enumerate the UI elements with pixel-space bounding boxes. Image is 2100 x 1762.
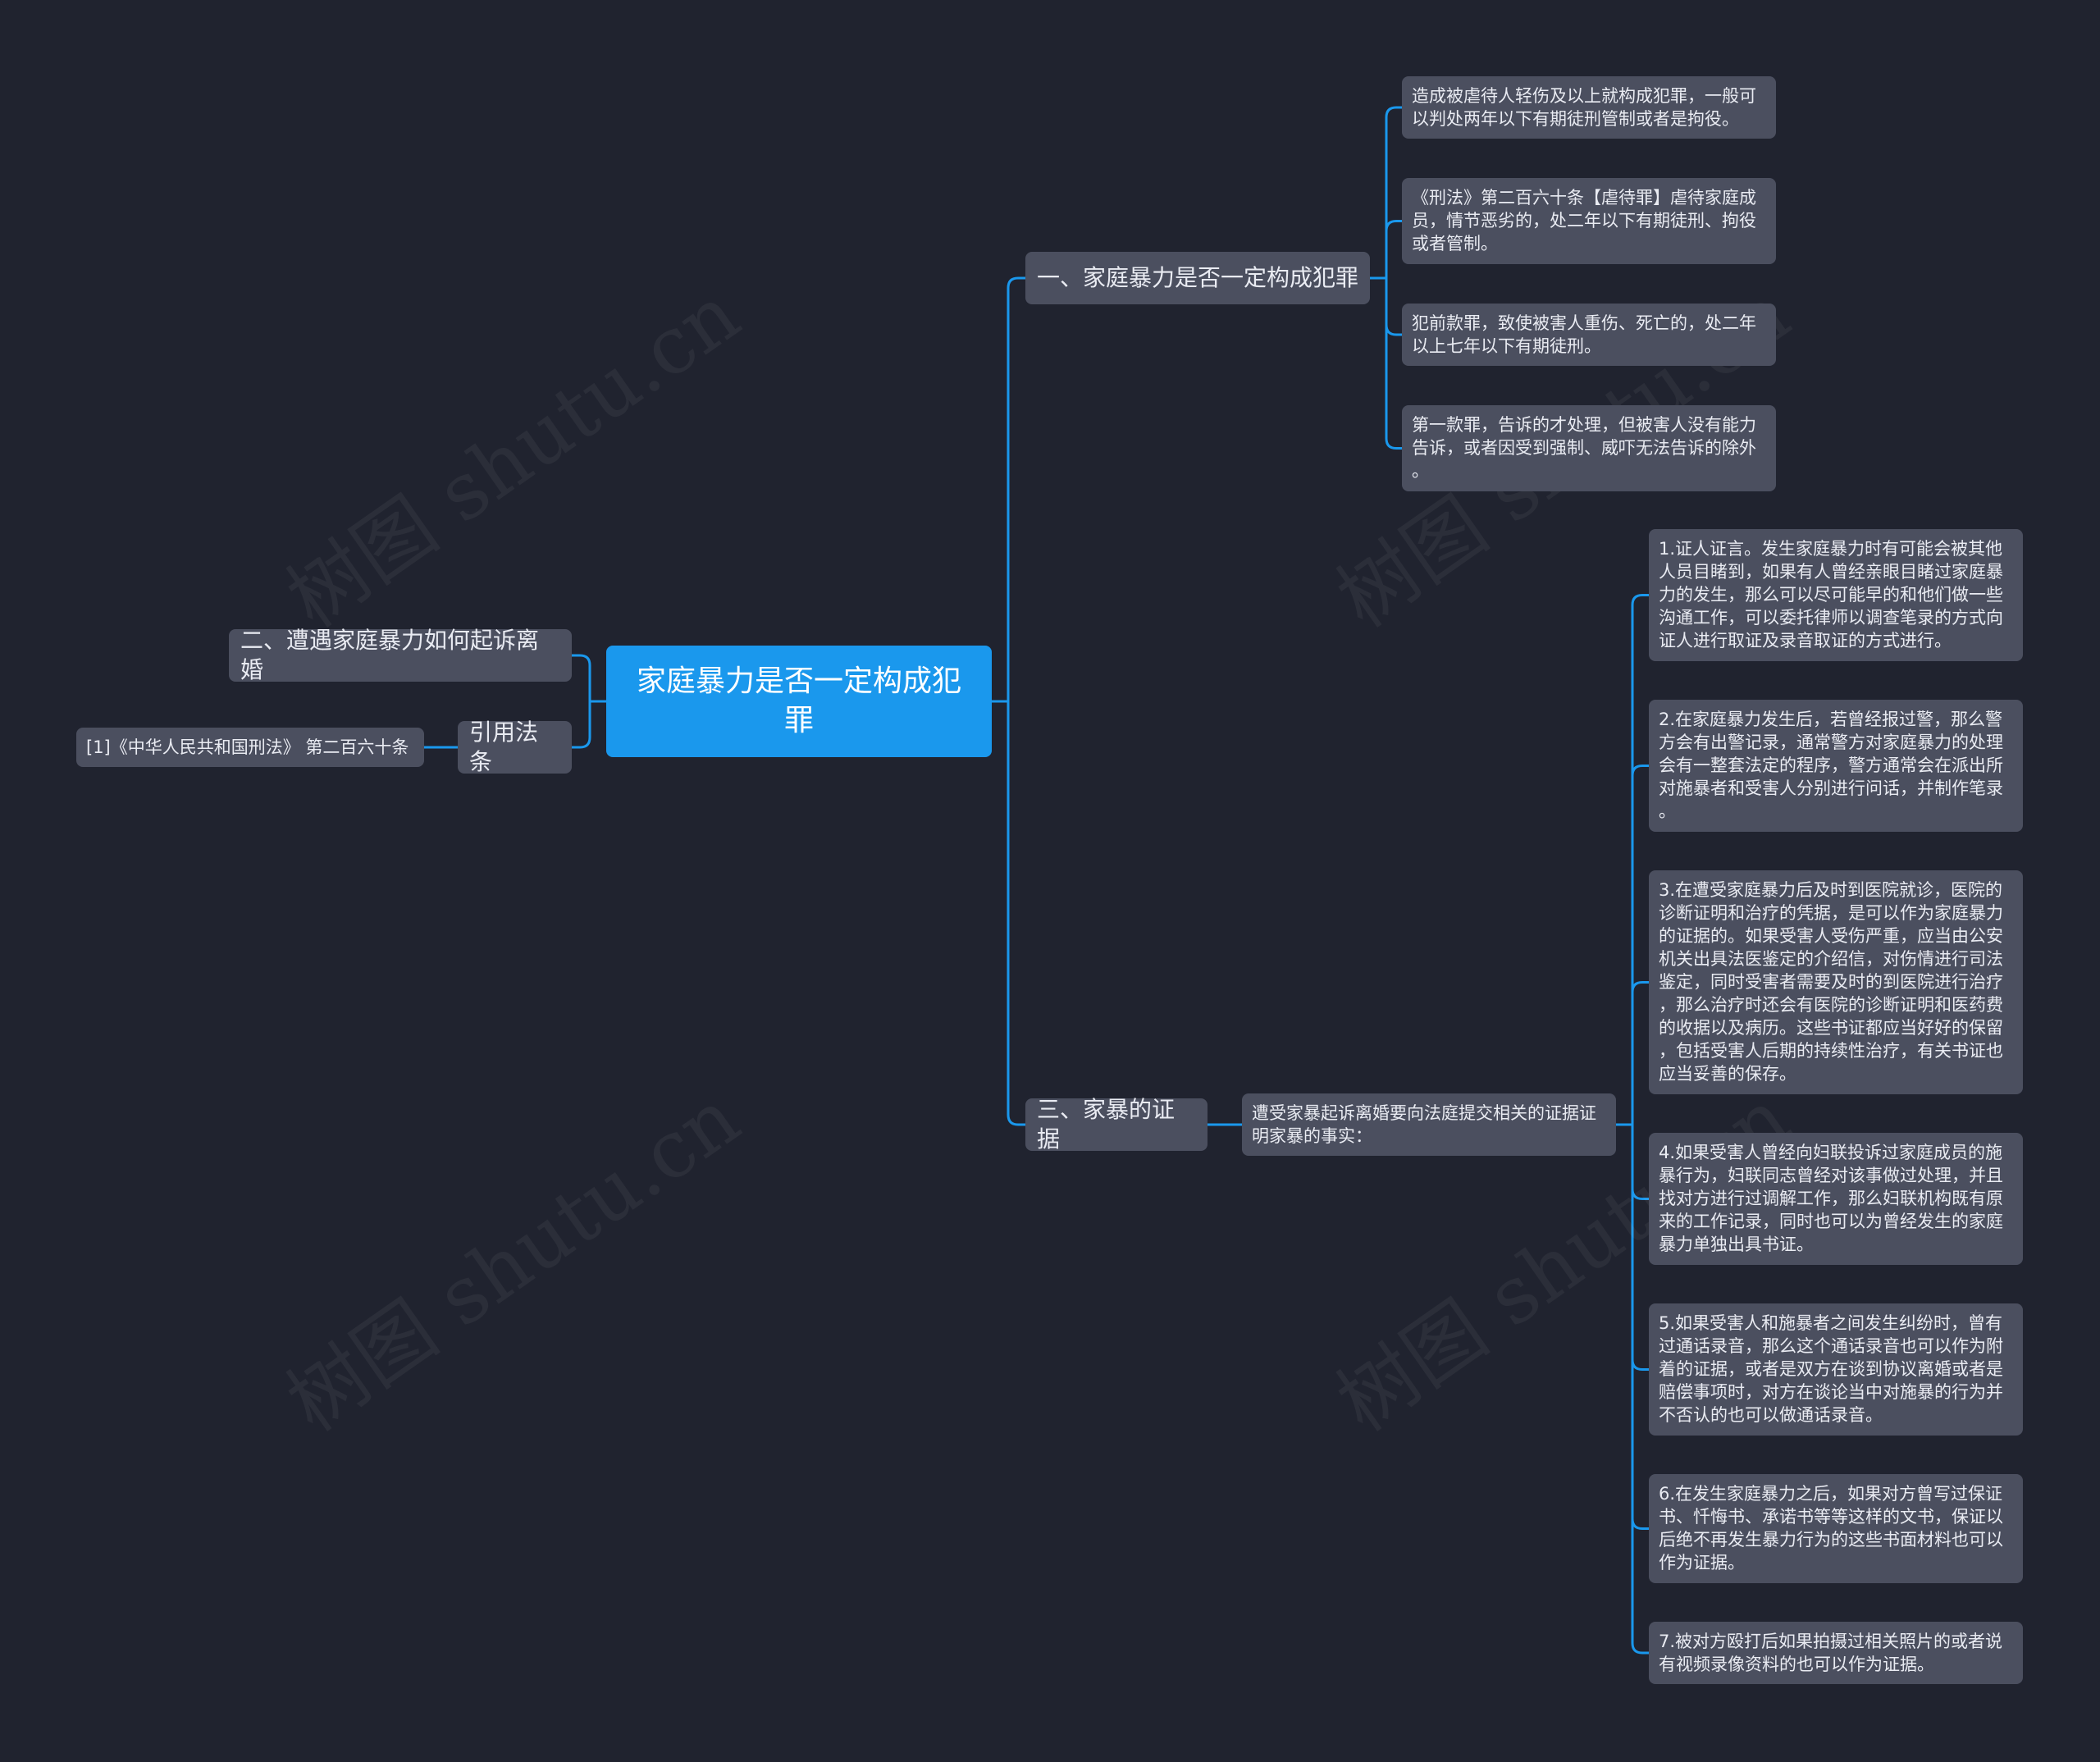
crime-link-0 [1385, 106, 1402, 278]
crime-link-2 [1385, 278, 1402, 336]
evidence-intro-link-2 [1631, 981, 1649, 1125]
evidence-item-4[interactable]: 4.如果受害人曾经向妇联投诉过家庭成员的施 暴行为，妇联同志曾经对该事做过处理，… [1649, 1133, 2023, 1265]
evidence-intro-link-5 [1631, 1125, 1649, 1530]
evidence-intro-link-1 [1631, 765, 1649, 1125]
branch-crime-topic[interactable]: 一、家庭暴力是否一定构成犯罪 [1025, 252, 1370, 304]
crime-link-1 [1385, 220, 1402, 278]
root-right-link-0 [1007, 276, 1025, 701]
crime-detail-1[interactable]: 造成被虐待人轻伤及以上就构成犯罪，一般可 以判处两年以下有期徒刑管制或者是拘役。 [1402, 76, 1776, 139]
evidence-item-7[interactable]: 7.被对方殴打后如果拍摄过相关照片的或者说 有视频录像资料的也可以作为证据。 [1649, 1622, 2023, 1684]
evidence-item-1[interactable]: 1.证人证言。发生家庭暴力时有可能会被其他 人员目睹到，如果有人曾经亲眼目睹过家… [1649, 529, 2023, 661]
root-right-link-1 [1007, 701, 1025, 1126]
citation-law-item[interactable]: [1]《中华人民共和国刑法》 第二百六十条 [76, 728, 424, 767]
evidence-intro-link-0 [1631, 594, 1649, 1125]
crime-detail-3[interactable]: 犯前款罪，致使被害人重伤、死亡的，处二年 以上七年以下有期徒刑。 [1402, 304, 1776, 366]
crime-link-3 [1385, 278, 1402, 450]
root-left-link-1 [572, 701, 591, 749]
branch-evidence-topic[interactable]: 三、家暴的证据 [1025, 1096, 1208, 1153]
crime-detail-4[interactable]: 第一款罪，告诉的才处理，但被害人没有能力 告诉，或者因受到强制、威吓无法告诉的除… [1402, 405, 1776, 491]
evidence-item-5[interactable]: 5.如果受害人和施暴者之间发生纠纷时，曾有 过通话录音，那么这个通话录音也可以作… [1649, 1303, 2023, 1436]
evidence-intro-link-4 [1631, 1125, 1649, 1371]
citation-topic[interactable]: 引用法条 [458, 719, 572, 775]
evidence-item-6[interactable]: 6.在发生家庭暴力之后，如果对方曾写过保证 书、忏悔书、承诺书等等这样的文书，保… [1649, 1474, 2023, 1583]
evidence-intro[interactable]: 遭受家暴起诉离婚要向法庭提交相关的证据证 明家暴的事实： [1242, 1093, 1616, 1156]
evidence-intro-link-6 [1631, 1125, 1649, 1655]
crime-detail-2[interactable]: 《刑法》第二百六十条【虐待罪】虐待家庭成 员，情节恶劣的，处二年以下有期徒刑、拘… [1402, 178, 1776, 264]
evidence-item-2[interactable]: 2.在家庭暴力发生后，若曾经报过警，那么警 方会有出警记录，通常警方对家庭暴力的… [1649, 700, 2023, 832]
evidence-intro-link-3 [1631, 1125, 1649, 1200]
root-topic[interactable]: 家庭暴力是否一定构成犯 罪 [606, 646, 992, 757]
evidence-item-3[interactable]: 3.在遭受家庭暴力后及时到医院就诊，医院的 诊断证明和治疗的凭据，是可以作为家庭… [1649, 870, 2023, 1094]
root-left-link-0 [572, 654, 591, 701]
branch-divorce-topic[interactable]: 二、遭遇家庭暴力如何起诉离婚 [229, 627, 572, 683]
